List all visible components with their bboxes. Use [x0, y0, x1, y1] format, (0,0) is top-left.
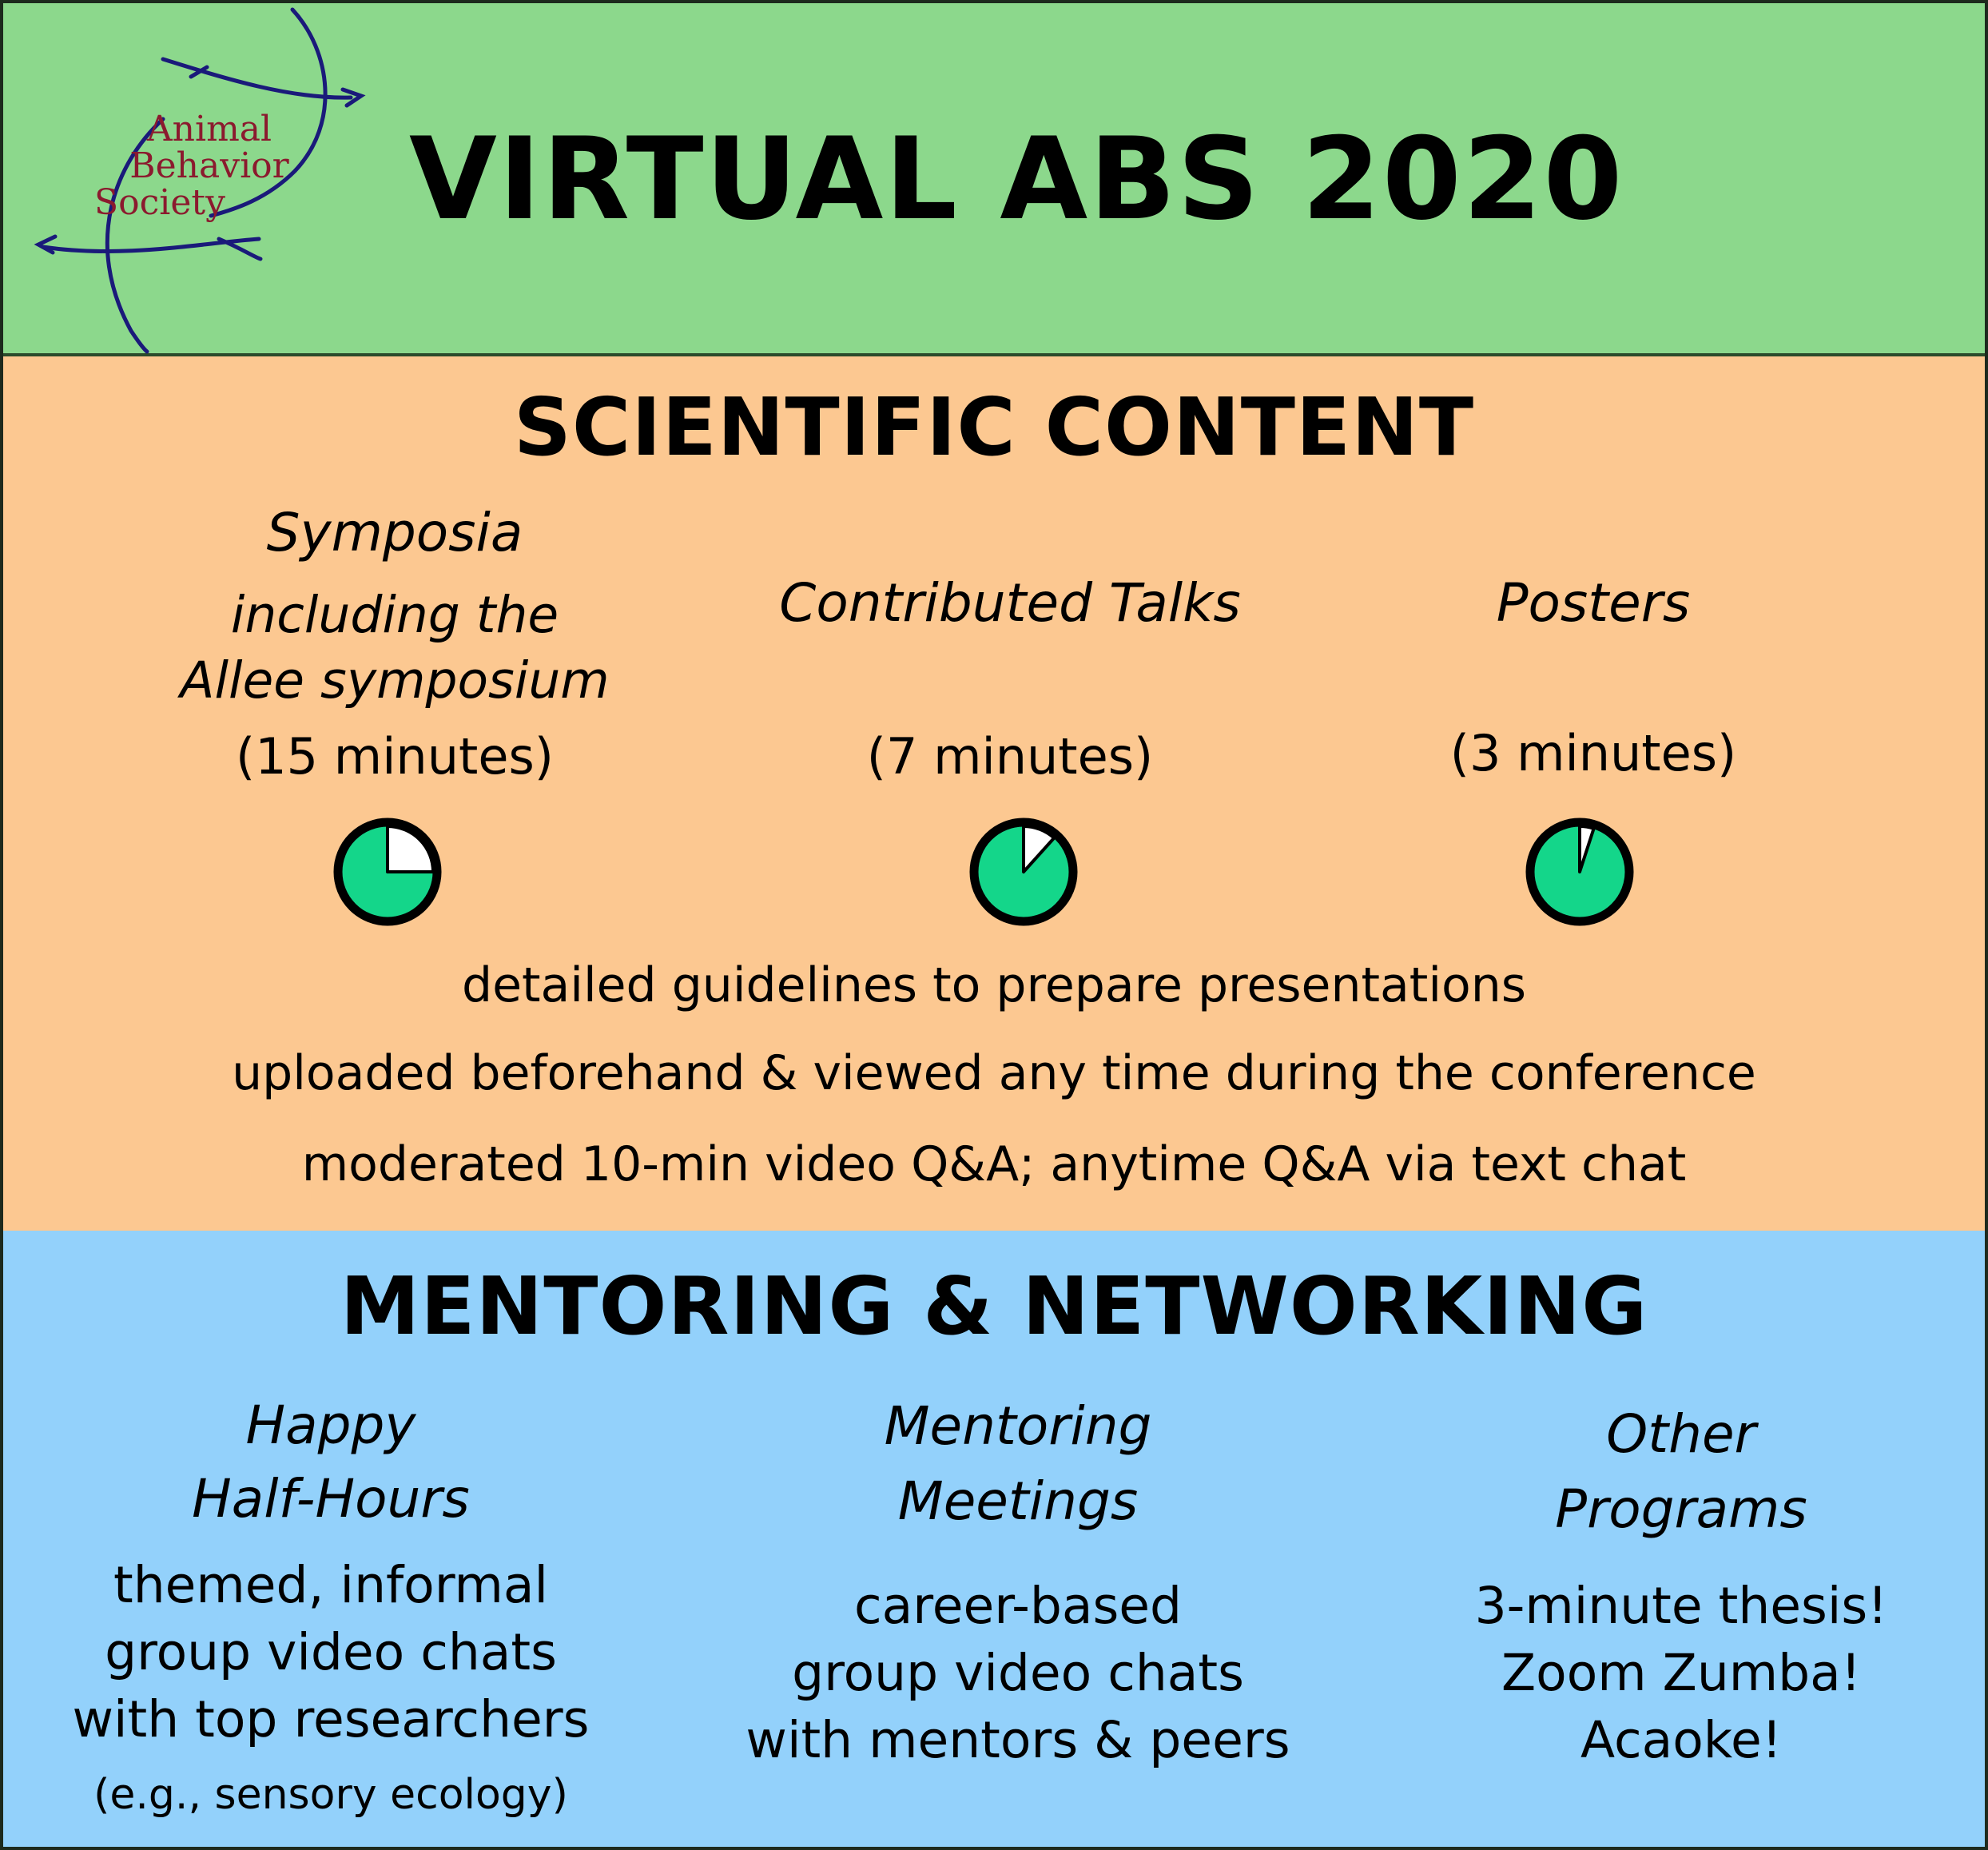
- clock-7-minutes-icon: [969, 818, 1078, 926]
- mentoring-meetings-line-3: with mentors & peers: [746, 1711, 1290, 1769]
- happy-half-hours-line-3: with top researchers: [72, 1690, 590, 1749]
- clock-15-minutes-icon: [333, 818, 442, 926]
- contributed-talks-heading: Contributed Talks: [779, 572, 1241, 634]
- mentoring-meetings-heading-1: Mentoring: [884, 1395, 1152, 1457]
- page-title: VIRTUAL ABS 2020: [409, 113, 1624, 245]
- other-programs-line-1: 3-minute thesis!: [1474, 1577, 1888, 1635]
- mentoring-meetings-line-2: group video chats: [792, 1644, 1244, 1702]
- mentoring-networking-title: MENTORING & NETWORKING: [340, 1259, 1648, 1353]
- other-programs-heading: Other Programs: [1378, 1397, 1985, 1547]
- happy-half-hours-line-1: themed, informal: [113, 1556, 548, 1614]
- symposia-subheading: including the Allee symposium: [131, 583, 658, 714]
- clock-elapsed-wedge: [1022, 825, 1056, 873]
- logo-arc-left: [105, 117, 165, 354]
- other-programs-body: 3-minute thesis! Zoom Zumba! Acaoke!: [1378, 1573, 1985, 1774]
- clock-elapsed-wedge: [386, 825, 435, 873]
- mentoring-meetings-heading: Mentoring Meetings: [706, 1389, 1330, 1539]
- happy-half-hours-body: themed, informal group video chats with …: [35, 1552, 626, 1753]
- logo-text-line-1: Animal: [146, 109, 272, 149]
- mentoring-meetings-body: career-based group video chats with ment…: [706, 1573, 1330, 1774]
- posters-duration: (3 minutes): [1449, 724, 1737, 782]
- symposia-detail-1: including the: [230, 586, 559, 644]
- mentoring-meetings-line-1: career-based: [853, 1577, 1183, 1635]
- logo-text-line-2: Behavior: [129, 145, 289, 186]
- happy-half-hours-heading: Happy Half-Hours: [35, 1389, 626, 1536]
- mentoring-networking-section: MENTORING & NETWORKING Happy Half-Hours …: [3, 1231, 1985, 1847]
- happy-half-hours-line-2: group video chats: [105, 1623, 557, 1681]
- clock-elapsed-wedge: [1578, 825, 1596, 873]
- happy-half-hours-heading-2: Half-Hours: [192, 1468, 470, 1530]
- contributed-talks-duration: (7 minutes): [866, 727, 1154, 786]
- symposia-name: Symposia: [266, 502, 523, 563]
- happy-half-hours-heading-1: Happy: [245, 1394, 416, 1456]
- clock-3-minutes-icon: [1525, 818, 1634, 926]
- other-programs-line-3: Acaoke!: [1580, 1711, 1783, 1769]
- scientific-content-title: SCIENTIFIC CONTENT: [513, 380, 1475, 474]
- symposia-duration: (15 minutes): [236, 727, 554, 786]
- symposia-detail-2: Allee symposium: [180, 651, 610, 710]
- other-programs-heading-1: Other: [1606, 1403, 1756, 1465]
- posters-heading: Posters: [1496, 572, 1691, 634]
- other-programs-line-2: Zoom Zumba!: [1501, 1644, 1861, 1702]
- logo-arc-right: [209, 7, 328, 218]
- logo-text-line-3: Society: [94, 182, 225, 223]
- header-band: Animal Behavior Society VIRTUAL ABS 2020: [3, 3, 1985, 356]
- guideline-preparation: detailed guidelines to prepare presentat…: [462, 957, 1526, 1013]
- symposia-heading: Symposia: [131, 499, 658, 567]
- scientific-content-section: SCIENTIFIC CONTENT Symposia including th…: [3, 356, 1985, 1231]
- animal-behavior-society-logo: Animal Behavior Society: [34, 7, 366, 354]
- guideline-qa: moderated 10-min video Q&A; anytime Q&A …: [301, 1136, 1687, 1192]
- guideline-upload: uploaded beforehand & viewed any time du…: [232, 1045, 1756, 1101]
- mentoring-meetings-heading-2: Meetings: [897, 1470, 1139, 1532]
- other-programs-heading-2: Programs: [1555, 1478, 1807, 1540]
- happy-half-hours-example: (e.g., sensory ecology): [93, 1771, 568, 1819]
